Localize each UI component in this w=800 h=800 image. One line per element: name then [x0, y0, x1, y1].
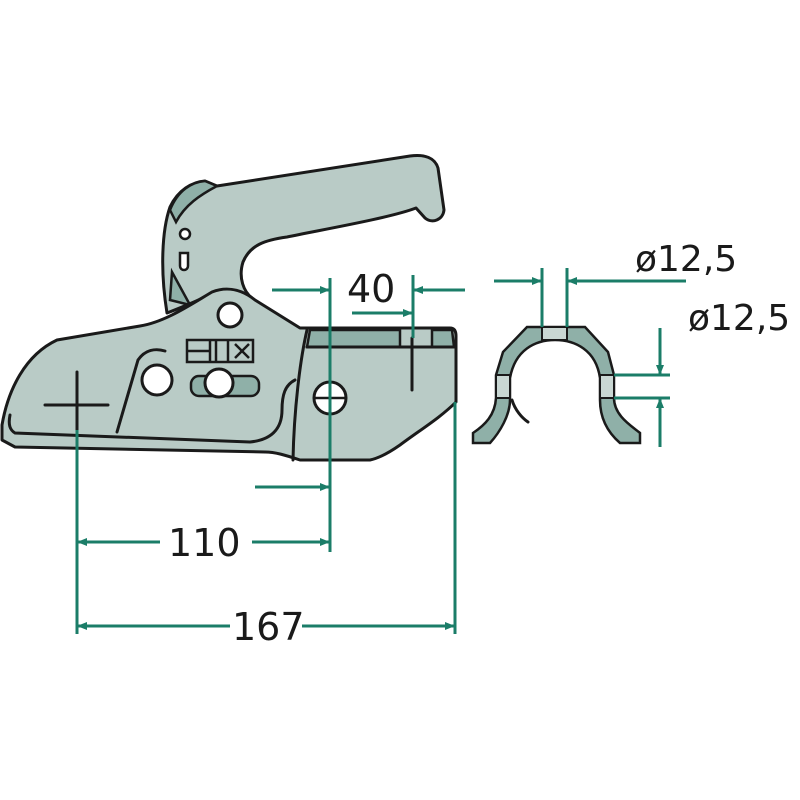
clip-width-label: ø12,5	[635, 239, 737, 280]
dimension-40: 40	[347, 267, 395, 311]
front-plate-top-right	[430, 328, 456, 349]
clip-dimension-lines	[494, 268, 686, 447]
wear-indicator-icon	[185, 338, 255, 364]
front-plate-top	[305, 328, 402, 349]
dimension-110: 110	[168, 521, 241, 565]
dimension-167: 167	[232, 605, 305, 649]
clip-height-label: ø12,5	[688, 298, 790, 339]
body-hole-top	[216, 301, 244, 329]
locking-bolt	[203, 367, 235, 399]
keyhole-icon	[178, 251, 190, 272]
body-hole-left	[140, 363, 174, 397]
handle-catch	[168, 267, 193, 307]
handle-top-shade	[168, 179, 220, 225]
dimension-lines	[75, 275, 465, 634]
handle-hole	[178, 227, 192, 241]
